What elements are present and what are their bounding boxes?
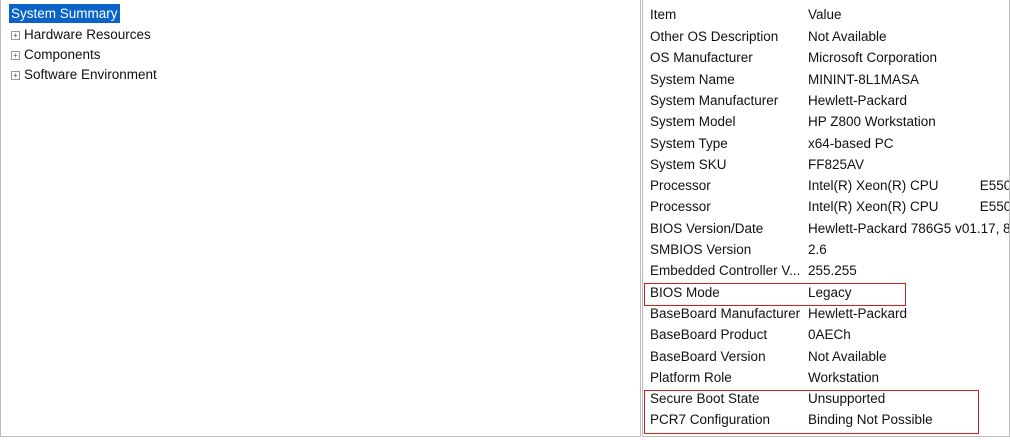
tree-item-system-summary[interactable]: System Summary (9, 4, 120, 23)
expand-icon[interactable]: + (11, 31, 20, 40)
item-cell: SMBIOS Version (650, 242, 752, 257)
table-row[interactable]: System Model HP Z800 Workstation (643, 111, 1009, 132)
item-cell: System Manufacturer (650, 92, 779, 108)
item-cell: System Type (650, 135, 728, 151)
value-cell: Microsoft Corporation (808, 50, 938, 66)
item-cell: Embedded Controller V... (650, 263, 801, 279)
value-cell: Unsupported (808, 391, 886, 407)
value-cell: x64-based PC (808, 135, 894, 151)
table-row[interactable]: BIOS Mode Legacy (643, 282, 1009, 303)
table-row[interactable]: BaseBoard Version Not Available (643, 346, 1009, 367)
table-row[interactable]: OS Manufacturer Microsoft Corporation (643, 47, 1009, 68)
value-cell: Workstation (808, 369, 880, 385)
item-cell: BaseBoard Product (650, 327, 768, 343)
value-cell: Intel(R) Xeon(R) CPU E5506 (808, 178, 1010, 194)
table-row[interactable]: BaseBoard Manufacturer Hewlett-Packard (643, 303, 1009, 324)
column-header-value[interactable]: Value (808, 7, 842, 22)
expand-icon[interactable]: + (11, 71, 20, 80)
tree-label: Software Environment (24, 67, 157, 82)
table-row[interactable]: Embedded Controller V... 255.255 (643, 260, 1009, 281)
tree-label: Components (24, 47, 101, 62)
value-cell: 255.255 (808, 263, 857, 279)
value-cell: Legacy (808, 284, 852, 300)
item-cell: System SKU (650, 156, 727, 172)
table-row[interactable]: Processor Intel(R) Xeon(R) CPU E5506 (643, 175, 1009, 196)
value-cell: Not Available (808, 29, 887, 44)
item-cell: PCR7 Configuration (650, 412, 771, 428)
item-cell: BaseBoard Version (650, 348, 766, 364)
table-row[interactable]: System Name MININT-8L1MASA (643, 69, 1009, 90)
item-cell: Platform Role (650, 369, 732, 385)
column-header-item[interactable]: Item (650, 7, 677, 22)
value-cell: Binding Not Possible (808, 412, 933, 428)
item-cell: System Model (650, 114, 736, 130)
table-row[interactable]: Other OS Description Not Available (643, 26, 1009, 47)
highlight-secure-boot (644, 390, 979, 434)
item-cell: System Name (650, 71, 735, 87)
value-cell: 0AECh (808, 327, 851, 343)
table-row[interactable]: PCR7 Configuration Binding Not Possible (643, 409, 1009, 430)
expand-icon[interactable]: + (11, 51, 20, 60)
value-cell: Hewlett-Packard (808, 305, 908, 321)
value-cell: Intel(R) Xeon(R) CPU E5506 (808, 199, 1010, 215)
item-cell: Processor (650, 178, 711, 194)
value-cell: FF825AV (808, 156, 865, 172)
item-cell: OS Manufacturer (650, 50, 753, 66)
value-cell: Hewlett-Packard 786G5 v01.17, 8/ (808, 220, 1010, 236)
value-cell: HP Z800 Workstation (808, 114, 936, 130)
item-cell: BIOS Mode (650, 284, 720, 300)
value-cell: 2.6 (808, 242, 827, 257)
item-cell: Other OS Description (650, 29, 779, 44)
value-cell: MININT-8L1MASA (808, 71, 920, 87)
category-tree[interactable]: System Summary + Hardware Resources + Comp… (0, 0, 641, 437)
table-row[interactable]: BIOS Version/Date Hewlett-Packard 786G5 v… (643, 218, 1009, 239)
table-row[interactable]: Processor Intel(R) Xeon(R) CPU E5506 (643, 196, 1009, 217)
table-row[interactable]: SMBIOS Version 2.6 (643, 239, 1009, 260)
table-row[interactable]: BaseBoard Product 0AECh (643, 324, 1009, 345)
table-header: Item Value (643, 4, 1009, 25)
table-row[interactable]: Secure Boot State Unsupported (643, 388, 1009, 409)
table-row[interactable]: System Type x64-based PC (643, 133, 1009, 154)
tree-label: Hardware Resources (24, 27, 151, 42)
item-cell: Processor (650, 199, 711, 215)
table-row[interactable]: Platform Role Workstation (643, 367, 1009, 388)
highlight-bios-mode (644, 283, 906, 306)
item-cell: BaseBoard Manufacturer (650, 305, 801, 321)
tree-item-components[interactable]: + Components (11, 45, 101, 64)
tree-item-hardware-resources[interactable]: + Hardware Resources (11, 25, 151, 44)
item-cell: Secure Boot State (650, 391, 760, 407)
table-row[interactable]: System SKU FF825AV (643, 154, 1009, 175)
item-cell: BIOS Version/Date (650, 220, 764, 236)
tree-item-software-environment[interactable]: + Software Environment (11, 65, 157, 84)
table-row[interactable]: System Manufacturer Hewlett-Packard (643, 90, 1009, 111)
value-cell: Not Available (808, 348, 887, 364)
value-cell: Hewlett-Packard (808, 92, 908, 108)
